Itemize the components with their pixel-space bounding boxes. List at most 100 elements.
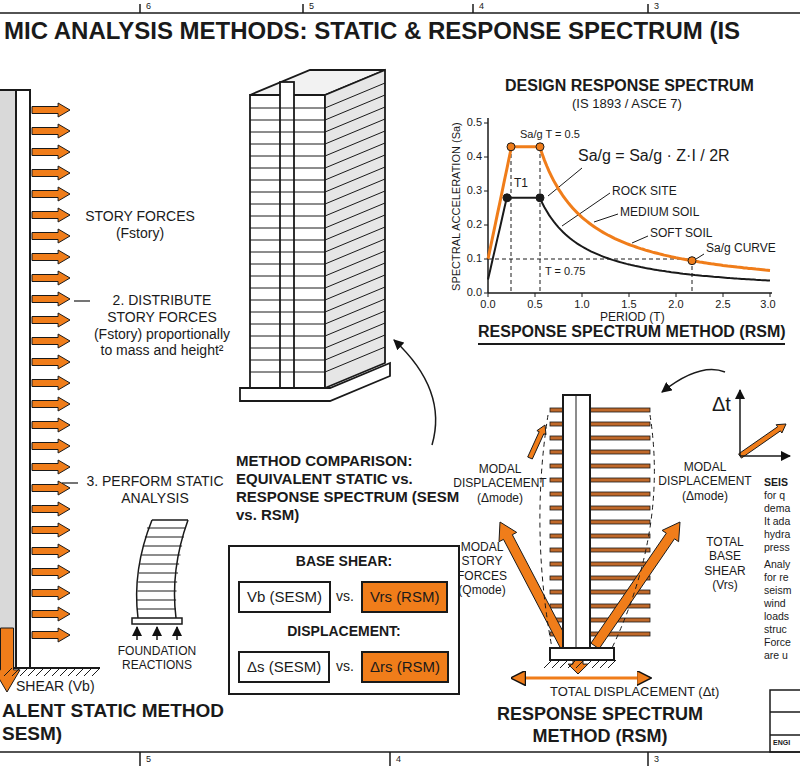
displacement-axes [394, 340, 790, 456]
floor-line [325, 83, 385, 108]
cropped-text: seism [764, 584, 791, 597]
callout: ROCK SITE [612, 184, 677, 198]
floor-line [250, 240, 325, 241]
curve-point [536, 143, 544, 151]
grid-reference: 4 [479, 1, 484, 12]
floor-line [325, 251, 385, 276]
value-text: Δs (SESM) [247, 658, 321, 676]
callout: Sa/g CURVE [706, 241, 776, 255]
curve-point [503, 194, 511, 202]
floor-line [325, 275, 385, 300]
ground-hatch [592, 660, 600, 668]
grid-reference: 5 [146, 754, 151, 765]
base-shear-arrow [591, 522, 680, 649]
floor-line [325, 191, 385, 216]
chart-axes [478, 118, 785, 344]
axis-tick [723, 293, 724, 297]
cropped-text: dema [764, 502, 790, 515]
ground-hatch [76, 668, 84, 676]
floor-line [137, 600, 176, 601]
floor-line [325, 299, 385, 324]
formula: Sa/g = Sa/g · Z·I / 2R [578, 146, 730, 165]
axis-title: SPECTRAL ACCELERATION (Sa) [450, 112, 463, 302]
box-heading: DISPLACEMENT: [230, 623, 458, 640]
floor-line [325, 311, 385, 336]
panel-title: METHOD COMPARISON: EQUIVALENT STATIC vs.… [236, 452, 466, 524]
story-force-arrow [32, 460, 70, 474]
grid-reference: 4 [396, 754, 401, 765]
story-force-arrow [32, 586, 70, 600]
chart-subtitle: (IS 1893 / ASCE 7) [572, 96, 682, 112]
reaction-arrow [156, 627, 158, 640]
ground-hatch [28, 668, 36, 676]
callout: TOTAL BASE SHEAR (Vrs) [690, 535, 760, 593]
tick-label: 0.2 [460, 218, 482, 231]
cropped-text: hydra [764, 528, 790, 541]
floor-line [250, 324, 325, 325]
axis-tick [582, 293, 583, 297]
ground-hatch [12, 668, 20, 676]
story-force-arrow [32, 313, 70, 327]
story-force-arrow [32, 292, 70, 306]
axis-tick [484, 191, 488, 192]
floor-line [325, 347, 385, 372]
panel-title: ALENT STATIC METHOD [2, 700, 224, 723]
story-force-arrow [32, 628, 70, 642]
modal-force-arrow [499, 522, 569, 648]
callout: STORY FORCES (Fstory) [80, 208, 200, 242]
floor-line [137, 609, 176, 610]
floor-line [325, 287, 385, 312]
tick-label: 2.5 [708, 298, 738, 311]
reaction-arrow [176, 627, 178, 640]
box-heading: BASE SHEAR: [230, 553, 458, 570]
floor-line [250, 360, 325, 361]
axis-tick [676, 293, 677, 297]
sheet-title: MIC ANALYSIS METHODS: STATIC & RESPONSE … [4, 17, 740, 46]
story-force-arrow [32, 376, 70, 390]
floor-line [325, 227, 385, 252]
tower-isometric [240, 70, 390, 401]
ground-hatch [84, 668, 92, 676]
cropped-text: Analy [764, 558, 790, 571]
story-force-arrow [32, 271, 70, 285]
story-force-arrow [32, 250, 70, 264]
axis-tick [484, 225, 488, 226]
floor-line [250, 288, 325, 289]
value-box: Δrs (RSM) [361, 651, 449, 683]
cropped-text: struc [764, 623, 787, 636]
callout: SHEAR (Vb) [16, 678, 95, 695]
ground-hatch [584, 660, 592, 668]
floor-line [250, 168, 325, 169]
floor-line [250, 228, 325, 229]
floor-line [325, 155, 385, 180]
story-force-arrow [32, 334, 70, 348]
floor-line [325, 335, 385, 360]
tick-label: 0.4 [460, 150, 482, 163]
story-force-arrow [32, 565, 70, 579]
axis-title: PERIOD (T) [600, 310, 665, 324]
step-note: 2. DISTRIBUTE STORY FORCES (Fstory) prop… [92, 292, 232, 359]
displacement-vector [739, 424, 786, 458]
cropped-text: press [764, 541, 790, 554]
ground-hatch [92, 668, 100, 676]
floor-line [325, 263, 385, 288]
value-text: Δrs (RSM) [370, 658, 440, 676]
value-box: Vb (SESM) [238, 581, 331, 613]
building-elevation [0, 90, 100, 668]
floor-line [250, 348, 325, 349]
cropped-text: are u [764, 649, 788, 662]
floor-line [250, 156, 325, 157]
callout: MODAL DISPLACEMENT (Δmode) [655, 460, 755, 503]
value-box: Δs (SESM) [238, 651, 330, 683]
floor-line [139, 573, 178, 574]
floor-line [250, 192, 325, 193]
comparison-box: BASE SHEAR:vs.DISPLACEMENT:vs.Vb (SESM)V… [228, 545, 460, 695]
story-force-arrow [32, 103, 70, 117]
ground-hatch [20, 668, 28, 676]
grid-reference: 3 [654, 1, 659, 12]
story-force-arrow [32, 229, 70, 243]
deformed-building [132, 520, 188, 624]
story-force-arrow [32, 418, 70, 432]
story-force-arrow [32, 439, 70, 453]
